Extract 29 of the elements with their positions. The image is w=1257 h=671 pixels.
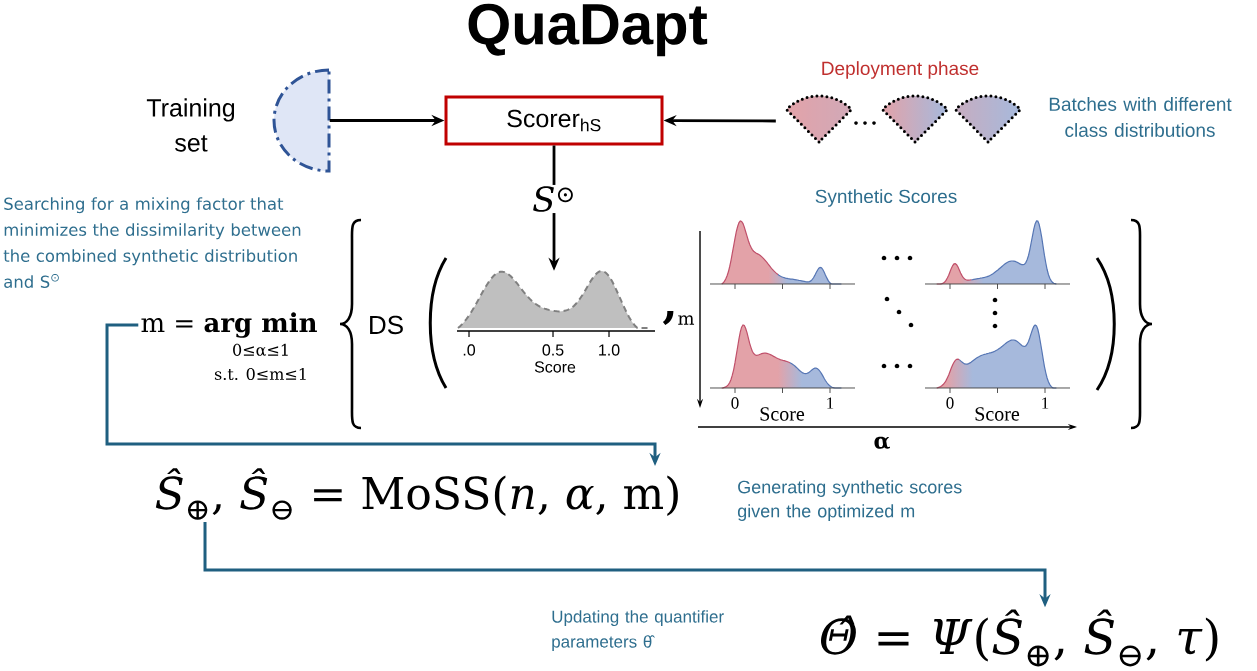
function-name: DS <box>370 315 403 335</box>
tick-label: 0.5 <box>542 344 564 356</box>
formula: Ŝ$_{⊕}$, Ŝ$_{⊖}$ = MoSS(n, α, m) <box>155 468 678 520</box>
tick-label: 1 <box>827 397 834 409</box>
tick-label: .0 <box>463 344 476 356</box>
tick-label: 0 <box>946 397 954 409</box>
title: QuaDapt <box>468 3 708 57</box>
tick-label: 0 <box>731 397 739 409</box>
tick-label: 1.0 <box>599 344 620 356</box>
axis-label: m <box>678 315 695 325</box>
annotation: Updating the quantifier parameters θ̂ <box>552 610 724 652</box>
section-heading: Synthetic Scores <box>815 189 957 207</box>
annotation: Batches with different class distributions <box>1049 97 1232 137</box>
axis-label: Score <box>760 407 805 421</box>
formula-subscript: s.t. 0≤m≤1 <box>214 367 306 381</box>
axis-label: α <box>874 436 890 449</box>
section-heading: Deployment phase <box>822 61 979 79</box>
formula: m = arg min <box>141 312 317 338</box>
axis-label: Score <box>975 407 1020 421</box>
formula: Θ̂ = Ψ(Ŝ$_{⊕}$, Ŝ$_{⊖}$, τ) <box>821 609 1218 667</box>
process-box: Scorer$_{hS}$ <box>444 95 664 146</box>
connector-line <box>552 145 556 185</box>
annotation: Generating synthetic scores given the optimized m <box>737 480 962 521</box>
formula: S$^{⊙}$ <box>533 186 573 212</box>
node-label: Training set <box>146 98 235 152</box>
annotation: Searching for a mixing factor that minimizes the dissimilarity between the combined synthetic distribution and S$^{⊙}$ <box>3 197 301 288</box>
tick-label: 1 <box>1042 397 1049 409</box>
axis-label: Score <box>534 361 576 373</box>
formula-subscript: 0≤α≤1 <box>233 343 288 356</box>
